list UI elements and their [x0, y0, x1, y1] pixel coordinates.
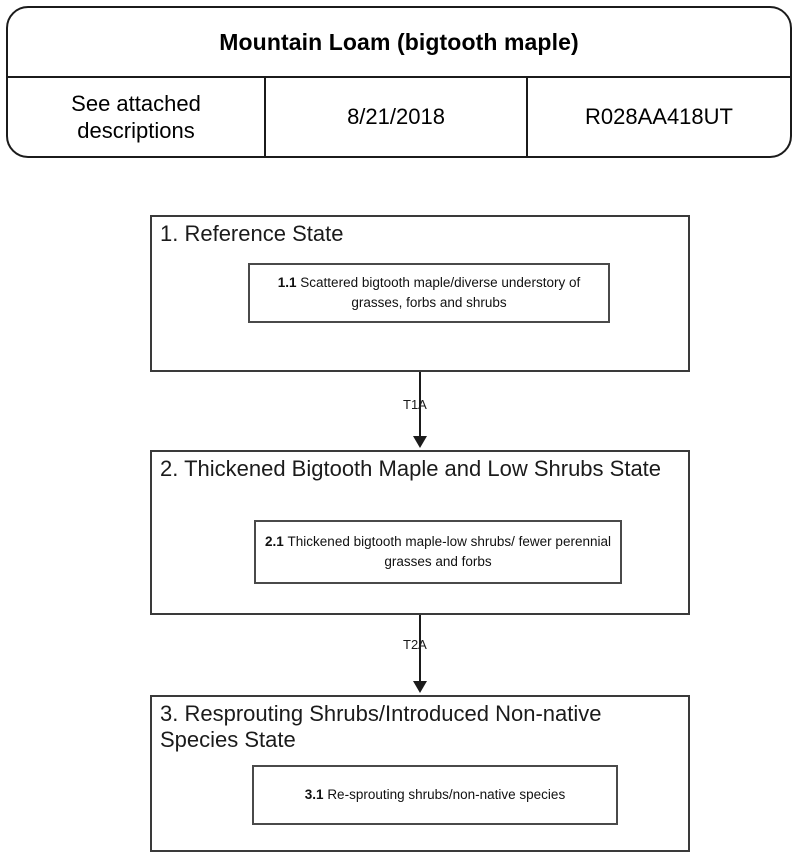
transition-t2a[interactable]: T2A — [0, 615, 800, 695]
transition-arrow-line-t1a — [419, 372, 421, 438]
header-title-row: Mountain Loam (bigtooth maple) — [8, 8, 790, 78]
phase-box-3-1[interactable]: 3.1 Re-sprouting shrubs/non-native speci… — [252, 765, 618, 825]
phase-text-2-1: Thickened bigtooth maple-low shrubs/ few… — [287, 533, 611, 569]
state-title-3: 3. Resprouting Shrubs/Introduced Non-nat… — [160, 701, 602, 752]
phase-text-1-1: Scattered bigtooth maple/diverse underst… — [300, 274, 581, 310]
page-title: Mountain Loam (bigtooth maple) — [219, 28, 579, 55]
transition-label-t1a: T1A — [403, 397, 427, 412]
phase-box-1-1[interactable]: 1.1 Scattered bigtooth maple/diverse und… — [248, 263, 610, 323]
phase-box-2-1[interactable]: 2.1 Thickened bigtooth maple-low shrubs/… — [254, 520, 622, 584]
transition-t1a[interactable]: T1A — [0, 372, 800, 450]
state-box-3[interactable]: 3. Resprouting Shrubs/Introduced Non-nat… — [150, 695, 690, 852]
state-box-1[interactable]: 1. Reference State 1.1 Scattered bigtoot… — [150, 215, 690, 372]
header-card: Mountain Loam (bigtooth maple) See attac… — [6, 6, 792, 158]
state-title-1: 1. Reference State — [160, 221, 344, 246]
header-cell-site-id: R028AA418UT — [585, 104, 733, 130]
transition-arrow-line-t2a — [419, 615, 421, 683]
phase-number-1-1: 1.1 — [277, 274, 301, 290]
transition-arrow-head-t2a — [413, 681, 427, 693]
phase-text-3-1: Re-sprouting shrubs/non-native species — [327, 786, 566, 802]
header-cell-description: See attached descriptions — [8, 78, 266, 156]
state-box-2[interactable]: 2. Thickened Bigtooth Maple and Low Shru… — [150, 450, 690, 615]
phase-number-2-1: 2.1 — [265, 533, 288, 549]
transition-arrow-head-t1a — [413, 436, 427, 448]
header-meta-row: See attached descriptions 8/21/2018 R028… — [8, 78, 790, 156]
transition-label-t2a: T2A — [403, 637, 427, 652]
phase-number-3-1: 3.1 — [304, 786, 328, 802]
header-cell-date: 8/21/2018 — [266, 78, 528, 156]
state-title-2: 2. Thickened Bigtooth Maple and Low Shru… — [160, 456, 662, 481]
